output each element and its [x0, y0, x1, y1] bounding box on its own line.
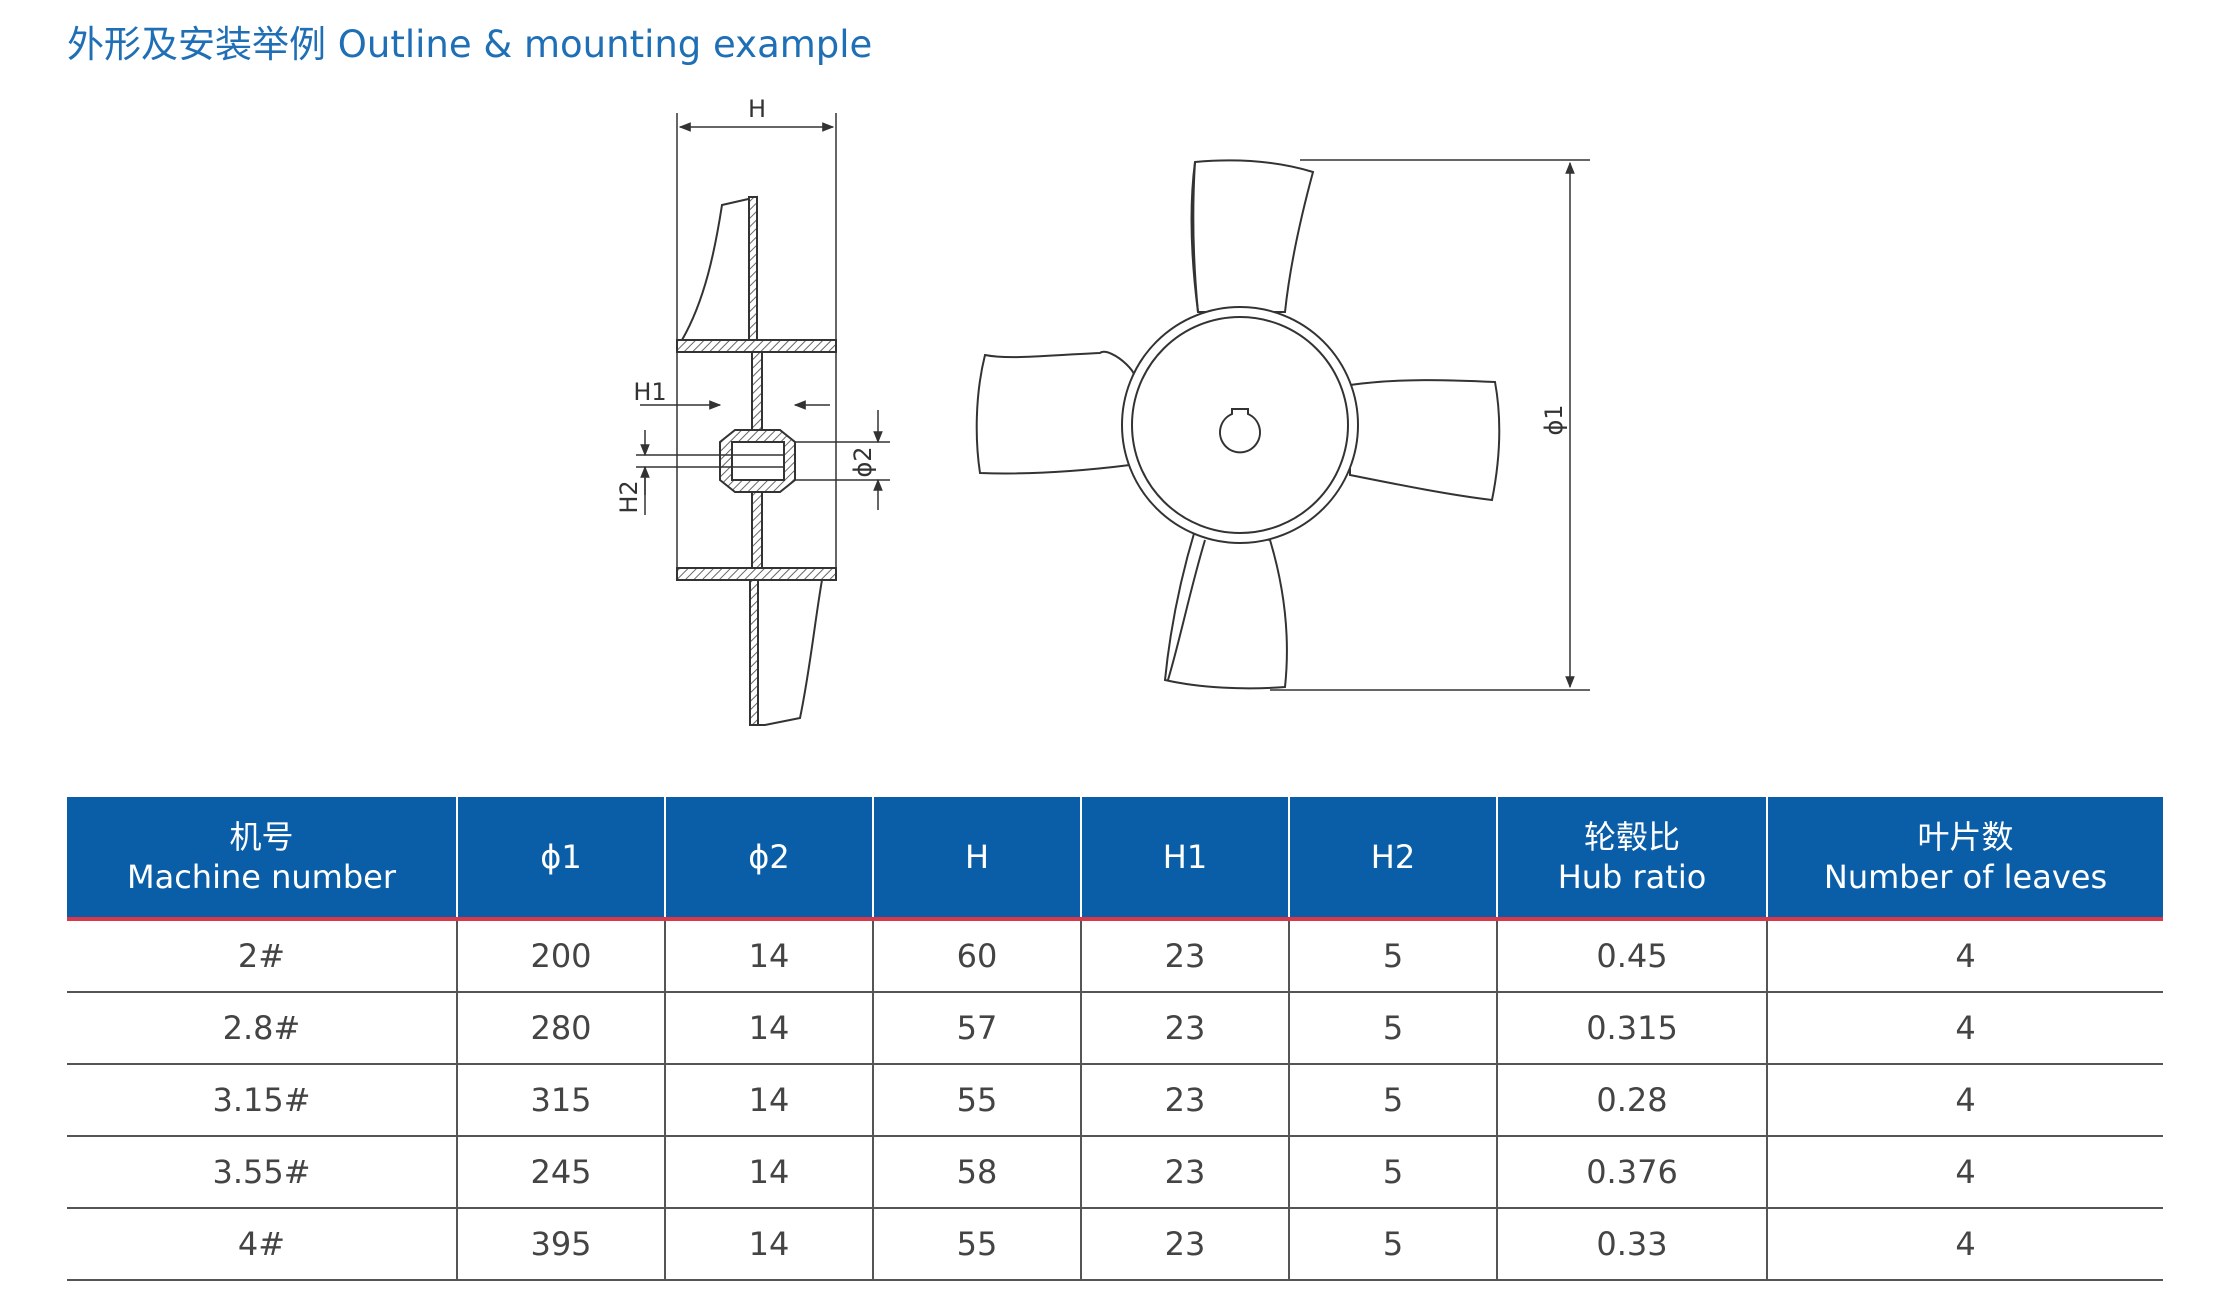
- table-cell: 23: [1081, 919, 1290, 993]
- table-cell: 0.28: [1497, 1064, 1768, 1137]
- dim-label-phi2: ϕ2: [849, 446, 877, 477]
- table-cell: 3.15#: [67, 1064, 458, 1137]
- table-header-row: 机号 Machine number ϕ1 ϕ2 H H1 H2 轮毂比 Hub …: [67, 797, 2163, 921]
- table-cell: 60: [873, 919, 1082, 993]
- table-cell: 5: [1289, 1208, 1498, 1281]
- header-number-of-leaves: 叶片数 Number of leaves: [1767, 797, 2163, 921]
- table-cell: 14: [665, 919, 874, 993]
- header-phi1: ϕ1: [457, 797, 666, 921]
- spec-table: 机号 Machine number ϕ1 ϕ2 H H1 H2 轮毂比 Hub …: [67, 797, 2163, 1281]
- table-cell: 5: [1289, 919, 1498, 993]
- table-row: 3.15# 315 14 55 23 5 0.28 4: [67, 1064, 2163, 1137]
- table-cell: 14: [665, 1064, 874, 1137]
- table-cell: 0.45: [1497, 919, 1768, 993]
- dim-label-phi1: ϕ1: [1540, 404, 1568, 435]
- dim-label-h2: H2: [615, 480, 643, 513]
- header-machine-number: 机号 Machine number: [67, 797, 458, 921]
- table-cell: 23: [1081, 1208, 1290, 1281]
- table-cell: 4: [1767, 992, 2163, 1065]
- outline-drawing: H H1 H2 ϕ2 ϕ1: [615, 95, 1590, 726]
- table-cell: 4#: [67, 1208, 458, 1281]
- header-phi2: ϕ2: [665, 797, 874, 921]
- header-hub-ratio: 轮毂比 Hub ratio: [1497, 797, 1768, 921]
- table-cell: 5: [1289, 1064, 1498, 1137]
- header-h2: H2: [1289, 797, 1498, 921]
- table-cell: 23: [1081, 1064, 1290, 1137]
- table-row: 2.8# 280 14 57 23 5 0.315 4: [67, 992, 2163, 1065]
- header-h1: H1: [1081, 797, 1290, 921]
- table-cell: 0.33: [1497, 1208, 1768, 1281]
- table-cell: 0.376: [1497, 1136, 1768, 1209]
- page-title: 外形及安装举例 Outline & mounting example: [67, 23, 873, 66]
- table-cell: 55: [873, 1064, 1082, 1137]
- table-cell: 57: [873, 992, 1082, 1065]
- table-row: 2# 200 14 60 23 5 0.45 4: [67, 919, 2163, 993]
- table-cell: 5: [1289, 992, 1498, 1065]
- table-cell: 14: [665, 1208, 874, 1281]
- table-cell: 4: [1767, 1064, 2163, 1137]
- table-cell: 55: [873, 1208, 1082, 1281]
- table-cell: 315: [457, 1064, 666, 1137]
- dim-label-h1: H1: [633, 378, 666, 406]
- table-cell: 395: [457, 1208, 666, 1281]
- dim-label-h: H: [748, 95, 766, 123]
- table-cell: 4: [1767, 919, 2163, 993]
- table-row: 4# 395 14 55 23 5 0.33 4: [67, 1208, 2163, 1281]
- table-cell: 3.55#: [67, 1136, 458, 1209]
- table-cell: 245: [457, 1136, 666, 1209]
- table-cell: 4: [1767, 1208, 2163, 1281]
- table-cell: 2#: [67, 919, 458, 993]
- table-cell: 0.315: [1497, 992, 1768, 1065]
- table-cell: 58: [873, 1136, 1082, 1209]
- table-cell: 14: [665, 1136, 874, 1209]
- table-cell: 2.8#: [67, 992, 458, 1065]
- table-cell: 23: [1081, 992, 1290, 1065]
- front-view: [975, 159, 1590, 691]
- table-cell: 5: [1289, 1136, 1498, 1209]
- table-cell: 23: [1081, 1136, 1290, 1209]
- table-cell: 4: [1767, 1136, 2163, 1209]
- table-cell: 14: [665, 992, 874, 1065]
- table-cell: 280: [457, 992, 666, 1065]
- table-cell: 200: [457, 919, 666, 993]
- side-view: [636, 113, 890, 726]
- table-row: 3.55# 245 14 58 23 5 0.376 4: [67, 1136, 2163, 1209]
- header-h: H: [873, 797, 1082, 921]
